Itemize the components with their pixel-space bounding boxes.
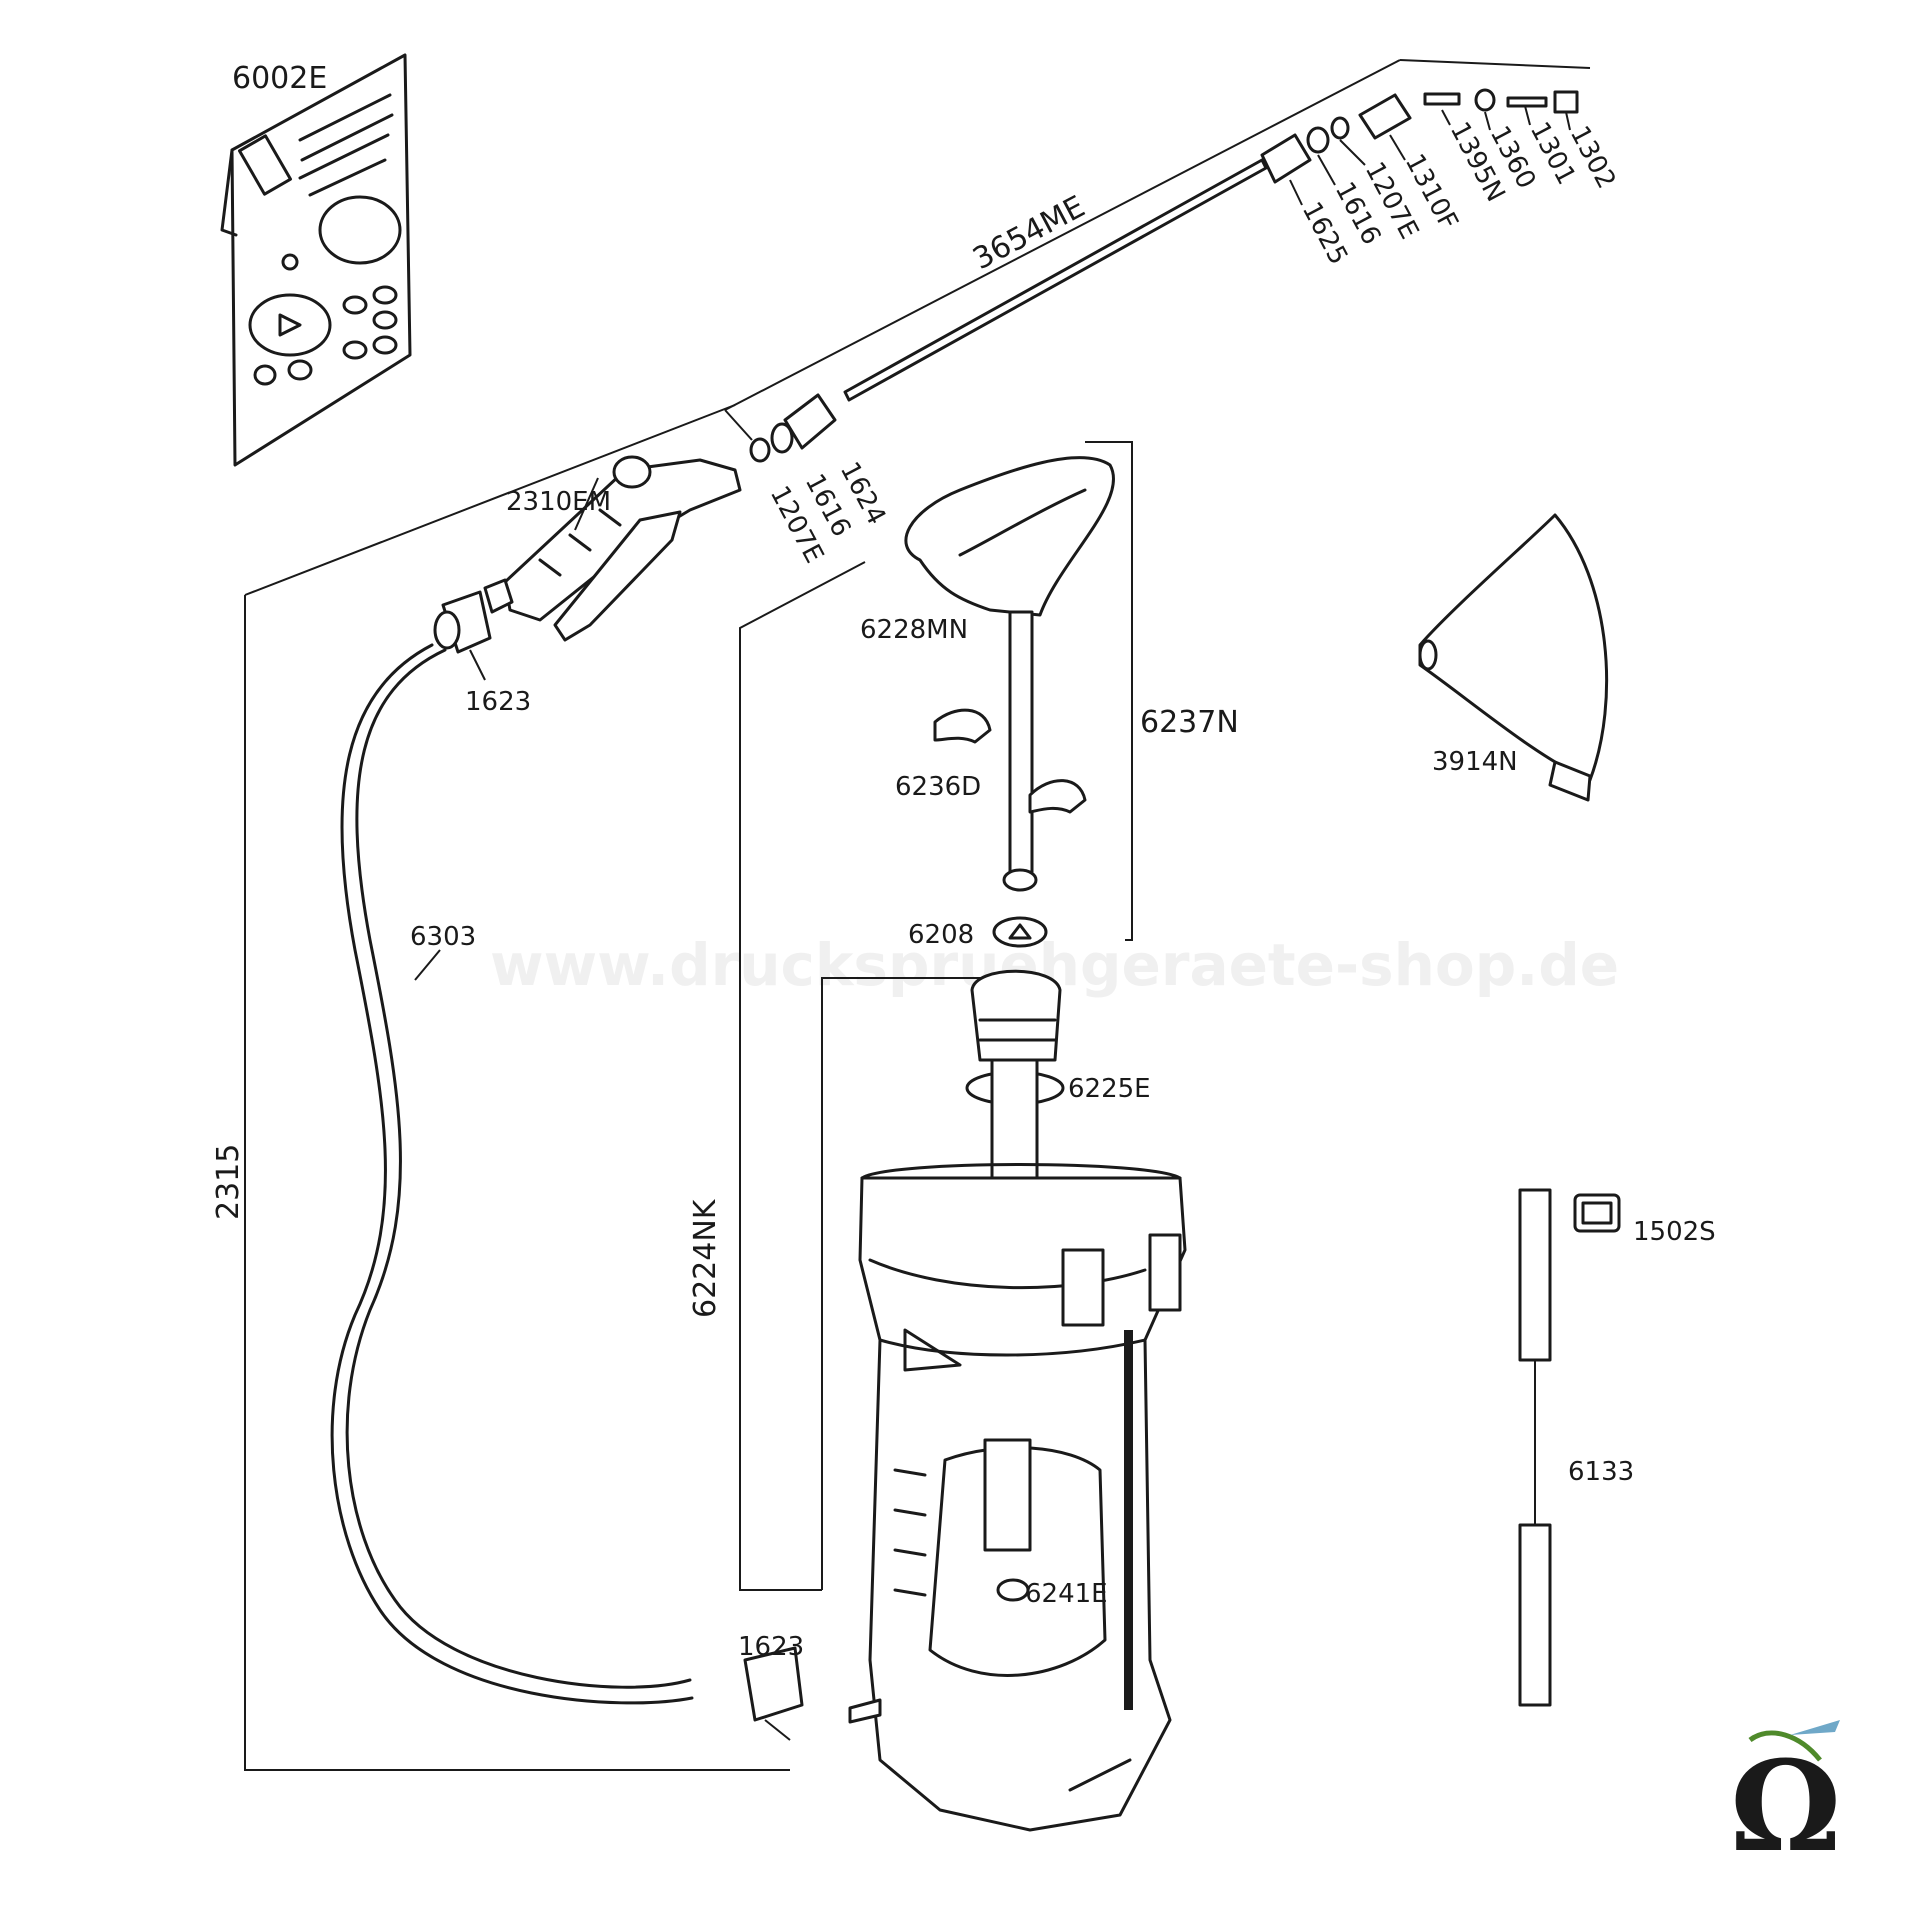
label-pump-kit: 6237N bbox=[1140, 705, 1239, 740]
label-hose-set: 2315 bbox=[211, 1144, 246, 1220]
label-hose: 6303 bbox=[410, 922, 476, 952]
lance-drawing bbox=[724, 59, 1591, 463]
pump-kit-drawing bbox=[739, 441, 1133, 1591]
label-valve: 2310EM bbox=[506, 487, 611, 517]
label-foot-valve: 6241E bbox=[1025, 1579, 1108, 1609]
strap-drawing bbox=[1518, 1188, 1621, 1707]
label-valve-disc: 6208 bbox=[908, 920, 974, 950]
label-pump-set: 6224NK bbox=[688, 1198, 723, 1318]
label-buckle: 1502S bbox=[1633, 1217, 1716, 1247]
label-handle: 6228MN bbox=[860, 615, 968, 645]
label-strap: 6133 bbox=[1568, 1457, 1634, 1487]
spare-parts-pack-drawing bbox=[220, 53, 412, 467]
label-nut-gun: 1623 bbox=[465, 687, 531, 717]
label-clips: 6236D bbox=[895, 772, 981, 802]
label-shield: 3914N bbox=[1432, 747, 1518, 777]
omega-logo-icon: Ω bbox=[1730, 1734, 1841, 1880]
hose-set-drawing bbox=[244, 404, 804, 1771]
shop-logo: Ω bbox=[1730, 1720, 1841, 1880]
label-spare-parts-pack: 6002E bbox=[232, 61, 327, 96]
dragonfly-icon bbox=[1748, 1730, 1822, 1762]
label-nut-tank: 1623 bbox=[738, 1632, 804, 1662]
shut-off-valve-drawing bbox=[483, 455, 742, 642]
tank-drawing bbox=[848, 1163, 1187, 1832]
shield-drawing bbox=[1418, 513, 1609, 802]
wing-icon bbox=[1790, 1720, 1840, 1735]
label-o-ring: 6225E bbox=[1068, 1074, 1151, 1104]
